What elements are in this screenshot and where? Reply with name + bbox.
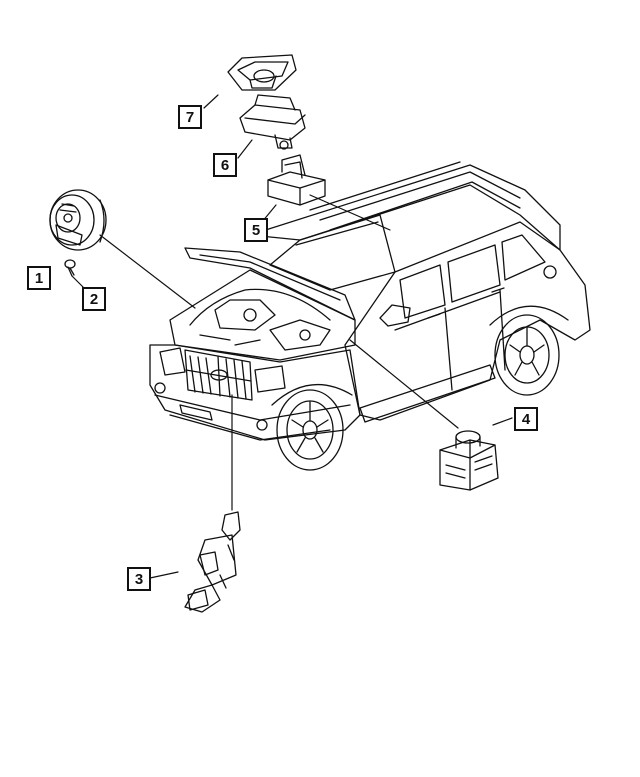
part-sensor xyxy=(239,94,306,150)
callout-3: 3 xyxy=(127,567,151,591)
vehicle-illustration xyxy=(149,161,591,471)
part-screw xyxy=(64,259,76,277)
callout-1: 1 xyxy=(27,266,51,290)
leader-4b xyxy=(492,417,513,426)
part-hood-ajar-switch xyxy=(184,511,241,613)
callout-6: 6 xyxy=(213,153,237,177)
callout-4-label: 4 xyxy=(521,410,531,428)
leader-6 xyxy=(237,139,253,159)
callout-2: 2 xyxy=(82,287,106,311)
callout-4: 4 xyxy=(514,407,538,431)
leader-4 xyxy=(349,339,459,429)
callout-2-label: 2 xyxy=(89,290,99,308)
callout-3-label: 3 xyxy=(134,570,144,588)
callout-1-label: 1 xyxy=(34,269,44,287)
leader-3 xyxy=(149,571,179,579)
callout-7: 7 xyxy=(178,105,202,129)
callout-6-label: 6 xyxy=(220,156,230,174)
part-sensor-cover xyxy=(227,54,297,91)
leader-1 xyxy=(99,234,196,309)
callout-7-label: 7 xyxy=(185,108,195,126)
part-control-module xyxy=(439,430,499,491)
leader-2 xyxy=(71,275,85,289)
leader-lines xyxy=(71,94,513,579)
part-horn xyxy=(49,189,107,251)
part-sensor-mount xyxy=(267,154,326,206)
callout-5: 5 xyxy=(244,218,268,242)
leader-5 xyxy=(309,194,391,231)
callout-5-label: 5 xyxy=(251,221,261,239)
leader-7 xyxy=(203,94,219,109)
